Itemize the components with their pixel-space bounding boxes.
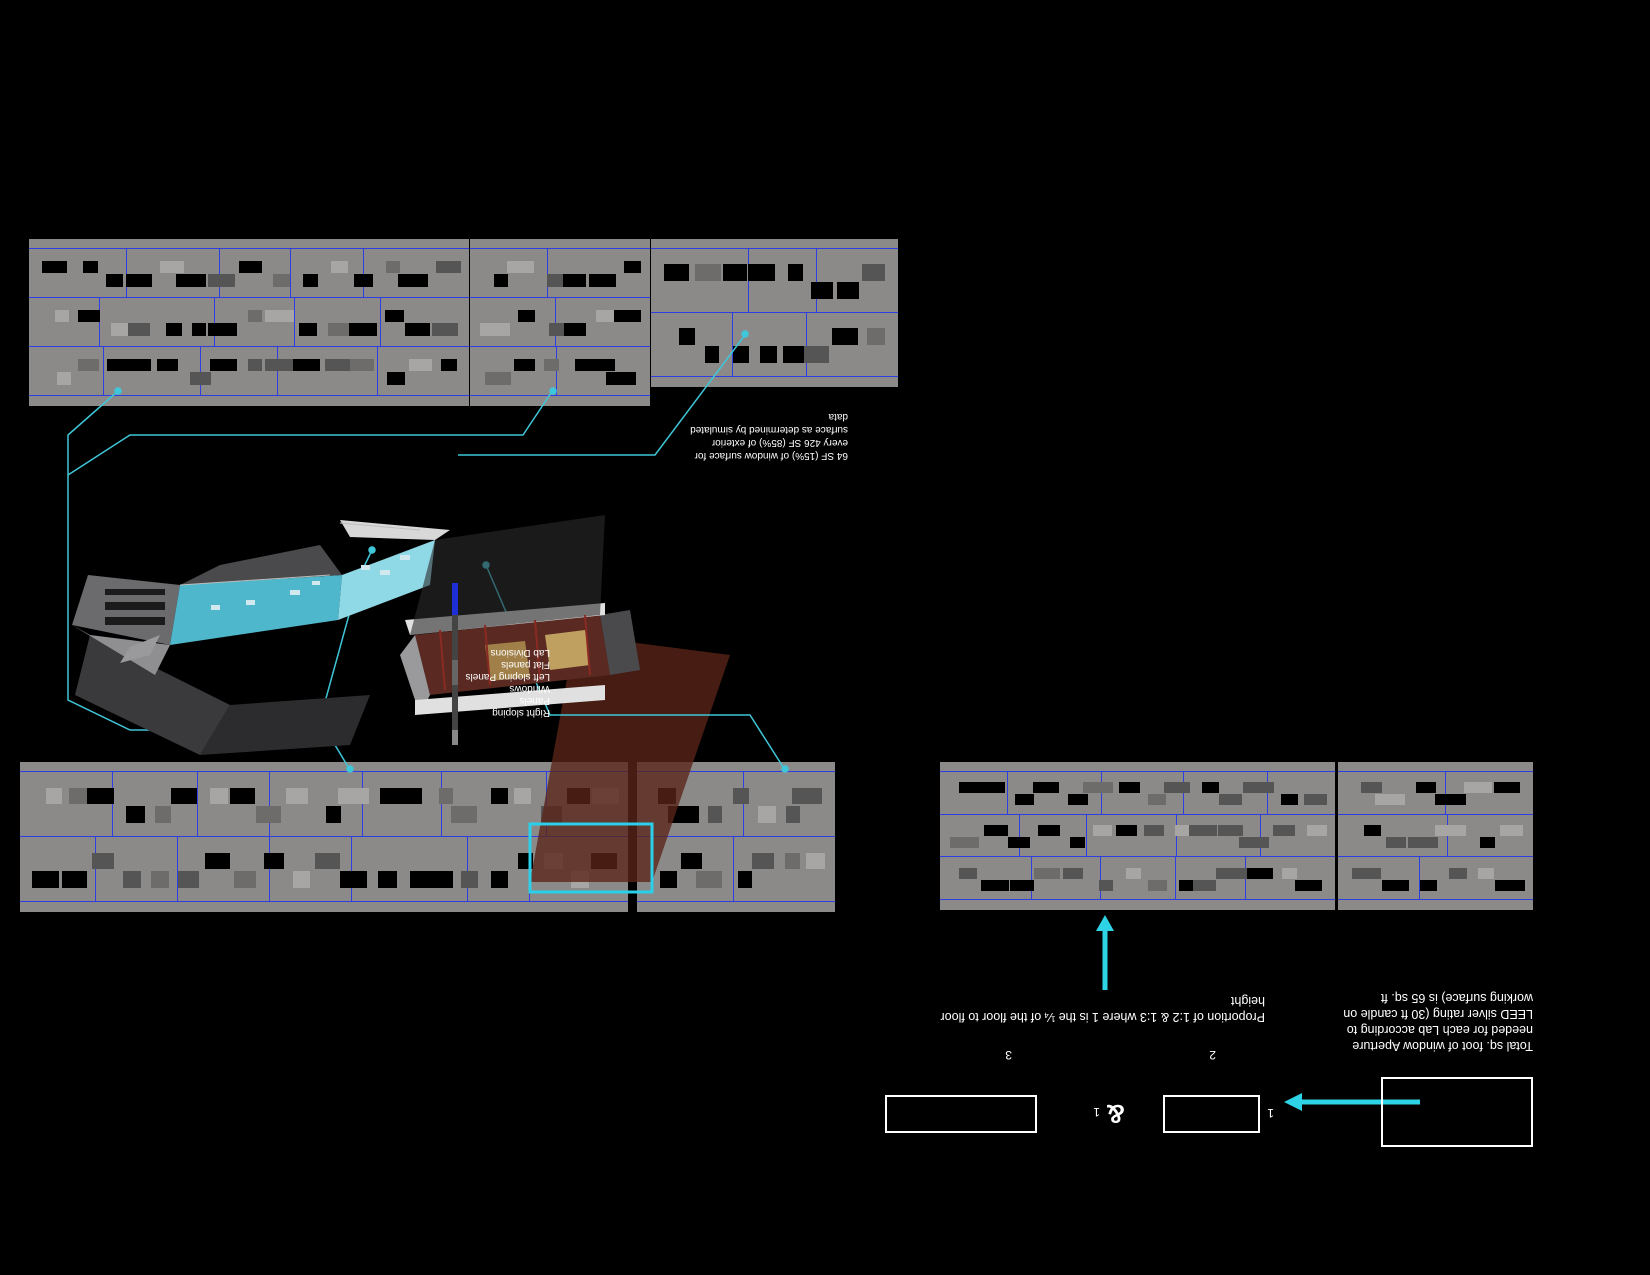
ratio-b-long: 3 (1005, 1048, 1012, 1062)
legend-item-left-sloping: Left sloping Panels (465, 671, 550, 682)
highlighted-bay (528, 822, 654, 894)
total-aperture-box (1381, 1077, 1533, 1147)
legend-item-lab-divisions: Lab Divisions (490, 647, 550, 658)
leader-line (67, 389, 554, 476)
ratio-box-1-2 (1163, 1095, 1260, 1133)
proportion-note: Proportion of 1:2 & 1:3 where 1 is the ¼… (940, 994, 1266, 1024)
legend-labels: Right sloping Panels Windows Left slopin… (460, 646, 550, 718)
wall-section (400, 515, 640, 715)
leader-lines (67, 330, 789, 773)
legend-item-flat: Flat panels (501, 659, 550, 670)
legend-item-right-sloping: Right sloping Panels (492, 695, 550, 718)
ratio-a-short: 1 (1267, 1106, 1274, 1120)
ratio-box-1-3 (885, 1095, 1037, 1133)
axonometric-building (72, 520, 450, 755)
ratio-b-short: 1 (1093, 1105, 1100, 1119)
leader-line (67, 390, 175, 731)
total-aperture-note: Total sq. foot of window Aperture needed… (1343, 991, 1533, 1053)
flow-arrows (1096, 915, 1420, 1111)
legend-item-windows: Windows (509, 683, 550, 694)
window-surface-note: 64 SF (15%) of window surface for every … (690, 411, 848, 461)
ampersand: & (1106, 1099, 1125, 1129)
ratio-a-long: 2 (1209, 1048, 1216, 1062)
leader-line (458, 334, 746, 456)
legend-bar (452, 583, 458, 745)
